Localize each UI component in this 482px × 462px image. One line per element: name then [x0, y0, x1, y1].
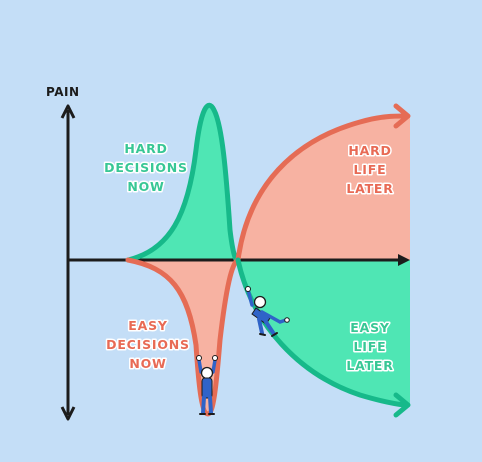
easy-life-label-line1: EASY	[350, 320, 390, 335]
hard-life-label-line1: HARD	[348, 143, 391, 158]
hard-decisions-label-line2: DECISIONS	[104, 160, 188, 175]
y-axis-arrow-bottom	[60, 406, 76, 421]
easy-decisions-label-line1: EASY	[128, 318, 168, 333]
hard-life-curve	[235, 113, 407, 263]
hard-decisions-curve	[125, 102, 241, 263]
hard-life-label-line2: LIFE	[354, 162, 387, 177]
hard-life-area	[238, 116, 410, 260]
person-climbing-icon	[245, 286, 290, 337]
hard-decisions-label-line1: HARD	[124, 141, 167, 156]
easy-decisions-curve	[125, 257, 241, 417]
easy-decisions-label-line2: DECISIONS	[106, 337, 190, 352]
x-axis-arrow	[398, 254, 410, 266]
easy-decisions-label-line3: NOW	[129, 356, 166, 371]
easy-life-label-line3: LATER	[346, 358, 393, 373]
y-axis-label: PAIN	[46, 85, 80, 99]
easy-life-arrowhead	[393, 392, 411, 418]
hard-decisions-area	[128, 105, 238, 261]
easy-life-area	[238, 260, 410, 405]
person-at-bottom-icon	[196, 355, 218, 415]
hard-life-arrowhead	[393, 103, 411, 129]
hard-life-label-line3: LATER	[346, 181, 393, 196]
hard-decisions-label-line3: NOW	[127, 179, 164, 194]
easy-life-label-line2: LIFE	[354, 339, 387, 354]
y-axis-arrow-top	[60, 104, 76, 119]
